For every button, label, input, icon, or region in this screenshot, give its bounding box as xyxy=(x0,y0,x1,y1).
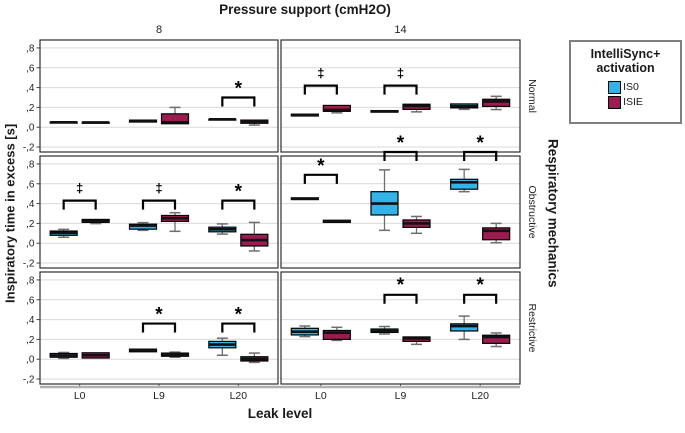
panel-background xyxy=(40,40,278,152)
sig-bracket xyxy=(141,199,177,210)
legend-title-line2: activation xyxy=(596,61,655,75)
sig-symbol: ‡ xyxy=(76,181,83,196)
sig-bracket xyxy=(141,322,177,333)
x-tick-label: L0 xyxy=(74,390,86,402)
legend-item-is0: IS0 xyxy=(608,81,643,94)
is0-color-swatch xyxy=(608,81,622,94)
sig-bracket xyxy=(303,173,338,184)
legend-item-label: ISIE xyxy=(623,96,643,108)
legend-item-label: IS0 xyxy=(623,81,639,93)
sig-bracket xyxy=(463,293,498,304)
sig-bracket xyxy=(62,199,97,210)
sig-symbol: ‡ xyxy=(155,181,162,196)
sig-symbol: * xyxy=(235,182,243,203)
y-tick-label: ,2 xyxy=(26,335,35,346)
box-isie-l0 xyxy=(322,104,351,112)
x-tick-label: L9 xyxy=(153,390,165,402)
row-facet-axis-title: Respiratory mechanics xyxy=(545,138,561,288)
panel-background xyxy=(40,272,278,384)
y-tick-label: ,0 xyxy=(26,355,35,366)
y-tick-label: ,8 xyxy=(26,159,35,170)
box-is0-l20 xyxy=(450,178,479,190)
y-tick-label: -,2 xyxy=(23,143,35,154)
legend-item-isie: ISIE xyxy=(608,96,643,109)
box-isie-l20 xyxy=(482,227,511,241)
sig-bracket xyxy=(383,84,418,95)
y-tick-label: ,8 xyxy=(26,43,35,54)
isie-color-swatch xyxy=(608,96,622,109)
y-tick-label: ,6 xyxy=(26,295,35,306)
sig-symbol: * xyxy=(397,275,405,296)
y-tick-label: ,6 xyxy=(26,179,35,190)
y-tick-label: ,2 xyxy=(26,219,35,230)
sig-bracket xyxy=(303,84,338,95)
sig-symbol: * xyxy=(397,133,405,154)
box-isie-l20 xyxy=(482,98,511,108)
panel-obstructive-ps14 xyxy=(280,155,521,269)
y-tick-label: ,6 xyxy=(26,63,35,74)
y-tick-label: -,2 xyxy=(23,259,35,270)
box-isie-l0 xyxy=(322,329,351,340)
y-tick-label: -,2 xyxy=(23,375,35,386)
facet-row-label: Normal xyxy=(526,79,538,113)
facet-col-label: 14 xyxy=(394,24,406,36)
x-axis-title: Leak level xyxy=(247,406,313,421)
sig-symbol: * xyxy=(317,156,325,177)
box-is0-l20 xyxy=(450,323,479,332)
panel-background xyxy=(40,156,278,268)
panel-background xyxy=(281,40,520,152)
sig-symbol: * xyxy=(155,305,163,326)
y-tick-label: ,8 xyxy=(26,275,35,286)
panel-border xyxy=(39,155,279,269)
x-tick-label: L20 xyxy=(471,390,489,402)
legend-title: IntelliSync+ activation xyxy=(574,47,677,75)
box-isie-l20 xyxy=(482,334,511,344)
y-tick-label: ,4 xyxy=(26,315,35,326)
chart-title: Pressure support (cmH2O) xyxy=(219,2,391,17)
facet-row-label: Restrictive xyxy=(526,303,538,352)
panel-normal-ps14 xyxy=(280,39,521,153)
sig-symbol: ‡ xyxy=(397,66,404,81)
sig-symbol: ‡ xyxy=(317,66,324,81)
facet-col-label: 8 xyxy=(156,24,162,36)
y-tick-label: ,2 xyxy=(26,103,35,114)
x-tick-label: L9 xyxy=(395,390,407,402)
legend-title-line1: IntelliSync+ xyxy=(590,47,661,61)
facet-row-label: Obstructive xyxy=(526,185,538,238)
panel-restrictive-ps8 xyxy=(39,271,279,385)
y-tick-label: ,0 xyxy=(26,123,35,134)
sig-symbol: * xyxy=(235,305,243,326)
sig-bracket xyxy=(221,96,256,107)
panel-normal-ps8 xyxy=(39,39,279,153)
y-tick-label: ,0 xyxy=(26,239,35,250)
sig-bracket xyxy=(383,293,418,304)
sig-bracket xyxy=(383,150,418,162)
sig-symbol: * xyxy=(476,133,484,154)
panel-restrictive-ps14 xyxy=(280,271,521,385)
x-tick-label: L20 xyxy=(230,390,248,402)
legend-items: IS0 ISIE xyxy=(608,79,643,109)
sig-bracket xyxy=(463,150,498,162)
panel-border xyxy=(280,155,521,269)
panel-obstructive-ps8 xyxy=(39,155,279,269)
legend: IntelliSync+ activation IS0 ISIE xyxy=(569,40,682,124)
y-tick-label: ,4 xyxy=(26,199,35,210)
sig-symbol: * xyxy=(235,79,243,100)
x-tick-label: L0 xyxy=(315,390,327,402)
sig-bracket xyxy=(221,199,256,210)
box-isie-l9 xyxy=(160,113,190,125)
y-tick-label: ,4 xyxy=(26,83,35,94)
panel-background xyxy=(281,272,520,384)
panel-border xyxy=(39,39,279,153)
sig-bracket xyxy=(221,322,256,333)
sig-symbol: * xyxy=(476,275,484,296)
